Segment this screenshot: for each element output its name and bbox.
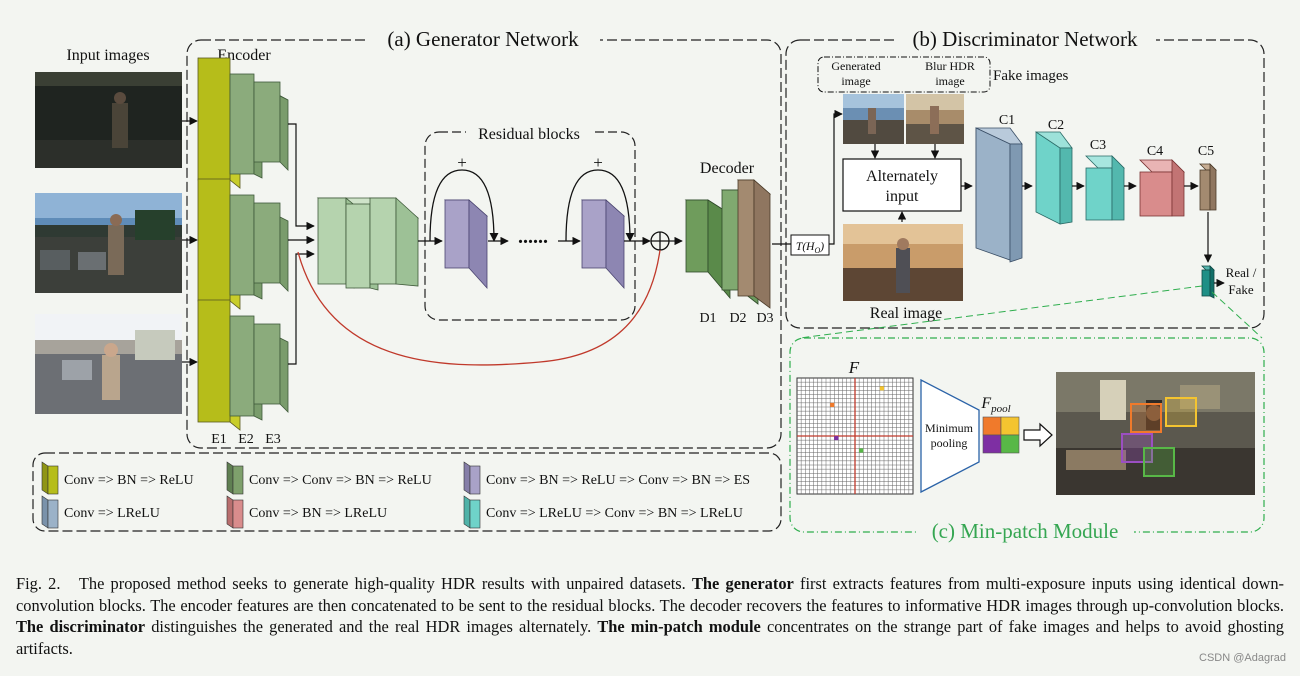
min-cell-yellow [879, 386, 884, 391]
decoder-block-d1: D1 [699, 311, 716, 326]
tone-map-label: T(HO) [796, 241, 824, 255]
tone-map-box [790, 234, 830, 256]
sum-node [650, 231, 670, 251]
plus-symbol-1: + [457, 153, 467, 172]
generator-title: (a) Generator Network [387, 27, 579, 51]
input-images-label: Input images [66, 47, 149, 64]
input-image-dark [35, 72, 182, 168]
legend-swatch [47, 499, 59, 529]
decoder-label: Decoder [700, 160, 755, 177]
encoder-block-e2: E2 [238, 432, 254, 447]
input-image-bright [35, 314, 182, 414]
residual-blocks-label: Residual blocks [478, 126, 580, 143]
generated-image-thumb [843, 94, 904, 144]
legend-swatch [232, 499, 244, 529]
decoder-block-d2: D2 [729, 311, 746, 326]
legend-item-conv-lrelu-conv-bn-lrelu: Conv => LReLU => Conv => BN => LReLU [463, 495, 743, 529]
blur-hdr-thumb [906, 94, 964, 144]
fpool-grid [982, 416, 1020, 454]
disc-conv-c1 [975, 127, 1023, 263]
disc-conv-c5 [1199, 163, 1217, 211]
caption-fig-number: Fig. 2. [16, 574, 61, 593]
encoder-branch-2 [197, 178, 289, 310]
caption-generator-text: first extracts features from multi-expos… [16, 574, 1285, 615]
min-cell-green [859, 448, 864, 453]
alternately-input-box [842, 158, 962, 212]
residual-ellipsis: ...... [518, 226, 548, 248]
watermark: CSDN @Adagrad [1199, 652, 1286, 664]
minpatch-title: (c) Min-patch Module [932, 519, 1119, 543]
legend-label: Conv => BN => LReLU [249, 506, 387, 521]
feature-map-grid [796, 377, 914, 495]
encoder-block-e1: E1 [211, 432, 227, 447]
caption-minpatch-text: concentrates on the strange part of fake… [16, 617, 1284, 658]
patch-highlight-orange [1130, 403, 1162, 433]
discriminator-title: (b) Discriminator Network [912, 27, 1138, 51]
caption-generator-bold: The generator [691, 574, 794, 593]
input-image-medium [35, 193, 182, 293]
concat-features [316, 197, 420, 291]
caption-discriminator-bold: The discriminator [16, 617, 146, 636]
disc-block-c4: C4 [1147, 144, 1163, 159]
encoder-branch-1 [197, 57, 289, 189]
fake-images-label: Fake images [993, 68, 1069, 84]
global-skip-connection [297, 249, 661, 366]
legend-item-conv-bn-lrelu: Conv => BN => LReLU [226, 495, 387, 529]
feature-map-f-label: F [848, 358, 860, 377]
legend-item-conv-bn-relu: Conv => BN => ReLU [41, 461, 194, 495]
real-image-label: Real image [870, 305, 942, 322]
legend-swatch [47, 465, 59, 495]
real-fake-output-label: Real /Fake [1226, 265, 1257, 297]
patch-highlight-yellow [1165, 397, 1197, 427]
encoder-label: Encoder [217, 47, 271, 64]
disc-block-c3: C3 [1090, 138, 1106, 153]
legend-swatch [469, 465, 481, 495]
figure-caption: Fig. 2. The proposed method seeks to gen… [16, 573, 1284, 659]
disc-block-c5: C5 [1198, 144, 1214, 159]
disc-conv-c2 [1035, 131, 1073, 225]
residual-block-1 [443, 199, 489, 290]
legend-label: Conv => LReLU [64, 506, 160, 521]
fake-images-box [817, 56, 991, 93]
decoder-blocks [684, 179, 772, 309]
legend-item-conv-lrelu: Conv => LReLU [41, 495, 160, 529]
fpool-label: Fpool [980, 395, 1010, 415]
legend-label: Conv => Conv => BN => ReLU [249, 473, 432, 488]
disc-output-map [1201, 265, 1215, 299]
caption-minpatch-bold: The min-patch module [597, 617, 761, 636]
min-cell-purple [834, 436, 839, 441]
caption-discriminator-text: distinguishes the generated and the real… [151, 617, 592, 636]
legend-label: Conv => BN => ReLU => Conv => BN => ES [486, 473, 750, 488]
disc-block-c1: C1 [999, 113, 1015, 128]
legend-frame [32, 452, 782, 532]
encoder-branch-3 [197, 299, 289, 431]
hollow-arrow [1023, 422, 1053, 448]
disc-conv-c4 [1139, 159, 1185, 217]
disc-block-c2: C2 [1048, 118, 1064, 133]
minimum-pooling-block [920, 378, 980, 494]
min-cell-orange [830, 402, 835, 407]
real-image-thumb [843, 224, 963, 301]
legend-swatch [469, 499, 481, 529]
disc-conv-c3 [1085, 155, 1125, 221]
legend-label: Conv => BN => ReLU [64, 473, 194, 488]
decoder-block-d3: D3 [756, 311, 773, 326]
legend-label: Conv => LReLU => Conv => BN => LReLU [486, 506, 743, 521]
encoder-block-e3: E3 [265, 432, 281, 447]
legend-item-conv-conv-bn-relu: Conv => Conv => BN => ReLU [226, 461, 432, 495]
residual-skip-n [565, 169, 635, 242]
legend-item-residual: Conv => BN => ReLU => Conv => BN => ES [463, 461, 750, 495]
architecture-diagram: (a) Generator Network Input images Encod… [32, 26, 1265, 543]
residual-skip-1 [429, 169, 499, 242]
plus-symbol-2: + [593, 153, 603, 172]
caption-intro: The proposed method seeks to generate hi… [78, 574, 686, 593]
residual-block-n [580, 199, 626, 290]
living-room-image [1056, 372, 1255, 495]
patch-highlight-green [1143, 447, 1175, 477]
legend-swatch [232, 465, 244, 495]
